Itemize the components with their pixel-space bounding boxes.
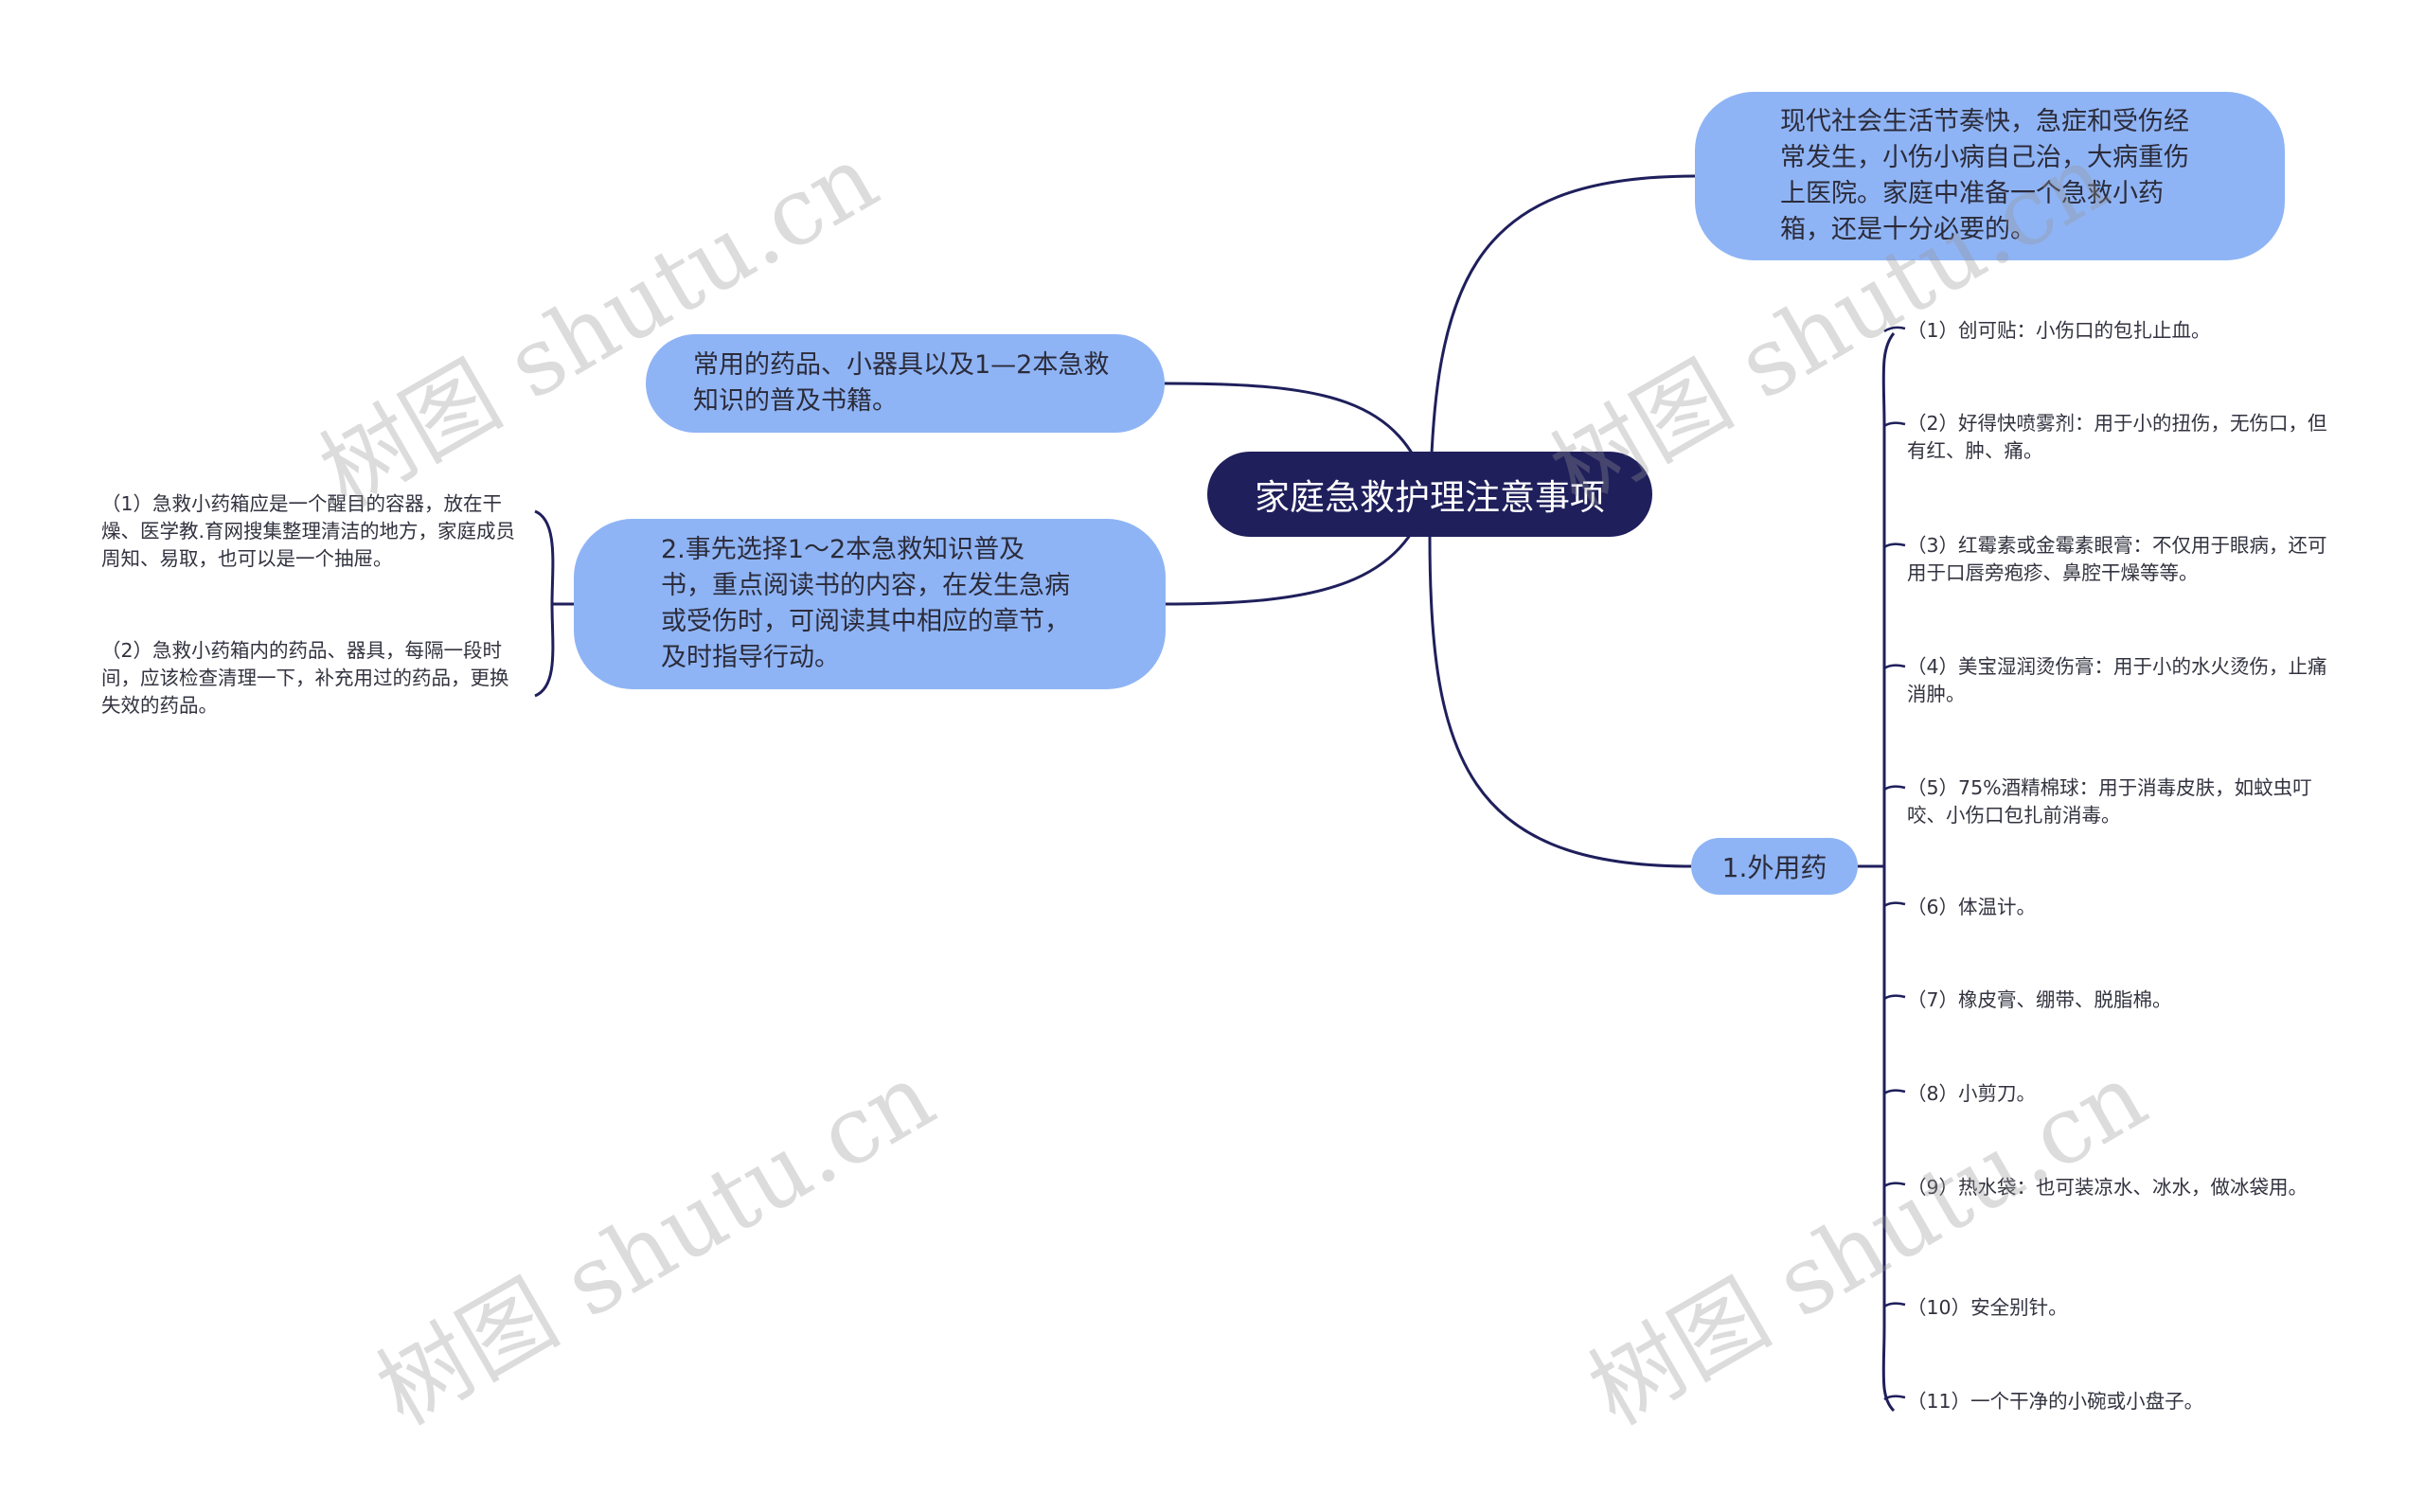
right-leaf-5[interactable]: （5）75%酒精棉球：用于消毒皮肤，如蚊虫叮咬、小伤口包扎前消毒。: [1907, 776, 2312, 827]
root-node[interactable]: 家庭急救护理注意事项: [1207, 452, 1652, 537]
external-medicine-label: 1.外用药: [1721, 852, 1827, 883]
right-leaf-8[interactable]: （8）小剪刀。: [1907, 1082, 2037, 1105]
right-leaf-2[interactable]: （2）好得快喷雾剂：用于小的扭伤，无伤口，但有红、肿、痛。: [1907, 412, 2327, 462]
right-leaf-7[interactable]: （7）橡皮膏、绷带、脱脂棉。: [1907, 988, 2172, 1011]
choose-books-node[interactable]: 2.事先选择1～2本急救知识普及书，重点阅读书的内容，在发生急病或受伤时，可阅读…: [574, 519, 1166, 689]
left-leaf-1[interactable]: （1）急救小药箱应是一个醒目的容器，放在干燥、医学教.育网搜集整理清洁的地方，家…: [101, 492, 516, 570]
right-leaf-9[interactable]: （9）热水袋：也可装凉水、冰水，做冰袋用。: [1907, 1176, 2308, 1199]
common-items-node[interactable]: 常用的药品、小器具以及1—2本急救知识的普及书籍。: [646, 334, 1165, 433]
intro-node[interactable]: 现代社会生活节奏快，急症和受伤经常发生，小伤小病自己治，大病重伤上医院。家庭中准…: [1695, 92, 2285, 260]
choose-books-label: 2.事先选择1～2本急救知识普及书，重点阅读书的内容，在发生急病或受伤时，可阅读…: [661, 535, 1070, 672]
right-leaf-10[interactable]: （10）安全别针。: [1907, 1296, 2068, 1319]
right-leaf-3[interactable]: （3）红霉素或金霉素眼膏：不仅用于眼病，还可用于口唇旁疱疹、鼻腔干燥等等。: [1907, 534, 2327, 584]
right-leaf-1[interactable]: （1）创可贴：小伤口的包扎止血。: [1907, 319, 2211, 342]
external-medicine-node[interactable]: 1.外用药: [1691, 838, 1858, 895]
right-leaf-11[interactable]: （11）一个干净的小碗或小盘子。: [1907, 1390, 2204, 1413]
right-leaf-4[interactable]: （4）美宝湿润烫伤膏：用于小的水火烫伤，止痛消肿。: [1907, 655, 2327, 705]
edge-root-external: [1428, 536, 1692, 868]
root-label: 家庭急救护理注意事项: [1255, 477, 1605, 518]
intro-label: 现代社会生活节奏快，急症和受伤经常发生，小伤小病自己治，大病重伤上医院。家庭中准…: [1780, 107, 2189, 244]
left-leaf-2[interactable]: （2）急救小药箱内的药品、器具，每隔一段时间，应该检查清理一下，补充用过的药品，…: [101, 639, 509, 717]
bracket-right: [1881, 332, 1896, 1413]
common-items-label: 常用的药品、小器具以及1—2本急救知识的普及书籍。: [693, 350, 1110, 416]
bracket-left: [534, 509, 555, 698]
edge-root-intro: [1428, 174, 1696, 538]
right-leaf-6[interactable]: （6）体温计。: [1907, 896, 2037, 918]
